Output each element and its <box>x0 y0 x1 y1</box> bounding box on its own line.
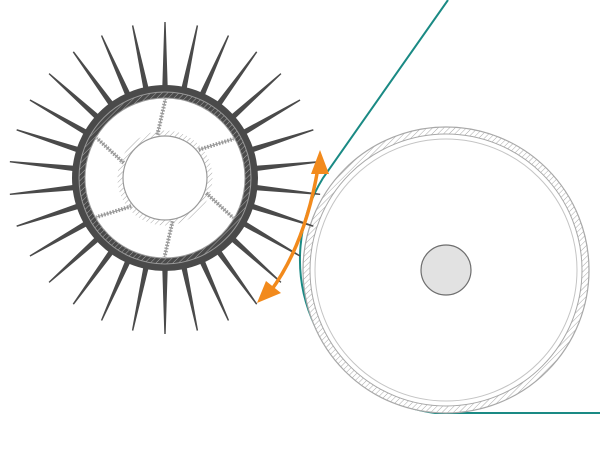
brush-bristle <box>16 129 83 154</box>
brush-bristle <box>29 219 91 257</box>
pulley-rim-inner <box>309 133 583 407</box>
brush-spoke-edge <box>96 205 132 218</box>
brush-bristle <box>100 35 132 99</box>
brush-bristle <box>9 161 78 172</box>
brush-bristle <box>239 219 301 257</box>
brush-bristle <box>247 129 314 154</box>
brush-spoke-edge <box>205 192 234 219</box>
brush-bristle <box>162 266 168 334</box>
brush-bristles <box>9 22 321 334</box>
brush-core <box>122 135 208 221</box>
drive-pulley <box>302 126 590 414</box>
brush-bristle <box>198 35 230 99</box>
brush-bristle <box>29 99 91 137</box>
brush-core-hatch <box>117 130 213 226</box>
brush-bristle <box>48 73 102 122</box>
brush-bristle <box>162 22 168 90</box>
brush-bristle <box>214 247 258 305</box>
brush-bristle <box>180 263 199 331</box>
brush-bristle <box>48 234 102 283</box>
contact-arrow-head-top <box>311 150 329 174</box>
brush-bristle <box>252 184 321 195</box>
brush-bristle <box>72 51 116 109</box>
brush-bristle <box>228 73 282 122</box>
brush-bristle <box>72 247 116 305</box>
brush-bristle <box>9 184 78 195</box>
brush-bristle <box>180 25 199 93</box>
brush-spokes <box>95 98 235 258</box>
contact-arrow-shaft <box>268 166 320 294</box>
brush-bristle <box>131 25 150 93</box>
contact-arrow-head-bottom <box>257 281 281 303</box>
brush-bristle <box>100 257 132 321</box>
brush-spoke-edge <box>164 221 174 258</box>
brush-bristle <box>239 99 301 137</box>
brush-bristle <box>131 263 150 331</box>
brush-bristle <box>16 202 83 227</box>
pulley-hub <box>420 244 472 296</box>
brush-spoke-edge <box>156 98 166 135</box>
brush-bristle <box>198 257 230 321</box>
brush-roller <box>9 22 321 334</box>
brush-spoke-edge <box>198 138 234 151</box>
brush-bristle <box>214 51 258 109</box>
brush-bristle <box>228 234 282 283</box>
contact-arrow <box>257 150 329 303</box>
brush-bristle <box>247 202 314 227</box>
brush-spoke-edge <box>96 137 125 164</box>
brush-bristle <box>252 161 321 172</box>
